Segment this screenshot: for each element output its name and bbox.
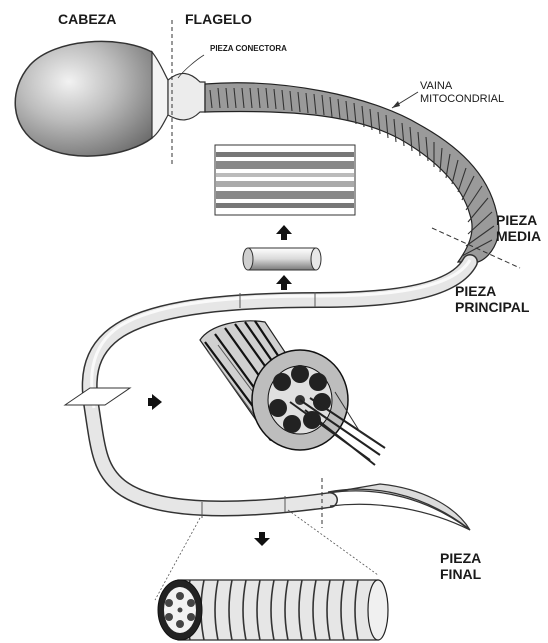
label-principal-line2: PRINCIPAL	[455, 299, 529, 315]
label-principal-line1: PIEZA	[455, 283, 529, 299]
label-mito-line1: VAINA	[420, 80, 504, 93]
arrow-down	[254, 532, 270, 546]
dotted-guide-right	[288, 510, 378, 575]
principal-piece-segment-detail	[158, 580, 388, 640]
label-midpiece-line2: MEDIA	[496, 228, 541, 244]
label-head: CABEZA	[58, 11, 116, 27]
arrow-right	[148, 394, 162, 410]
label-flagellum: FLAGELO	[185, 11, 252, 27]
label-principal-piece: PIEZA PRINCIPAL	[455, 283, 529, 315]
label-end-line1: PIEZA	[440, 550, 481, 566]
label-end-line2: FINAL	[440, 566, 481, 582]
midpiece-layers-detail	[215, 145, 355, 215]
arrow-up-2	[276, 275, 292, 290]
label-mito-line2: MITOCONDRIAL	[420, 93, 504, 106]
label-midpiece: PIEZA MEDIA	[496, 212, 541, 244]
connecting-piece	[168, 55, 205, 120]
axoneme-bundle-detail	[200, 321, 385, 465]
axoneme-cylinder-detail	[243, 248, 321, 270]
end-piece	[328, 484, 470, 530]
label-mitochondrial-sheath: VAINA MITOCONDRIAL	[420, 80, 504, 106]
arrow-up-1	[276, 225, 292, 240]
label-end-piece: PIEZA FINAL	[440, 550, 481, 582]
sperm-head	[15, 41, 168, 156]
label-midpiece-line1: PIEZA	[496, 212, 541, 228]
cross-section-plane	[65, 388, 130, 405]
label-connecting-piece: PIEZA CONECTORA	[210, 41, 287, 57]
